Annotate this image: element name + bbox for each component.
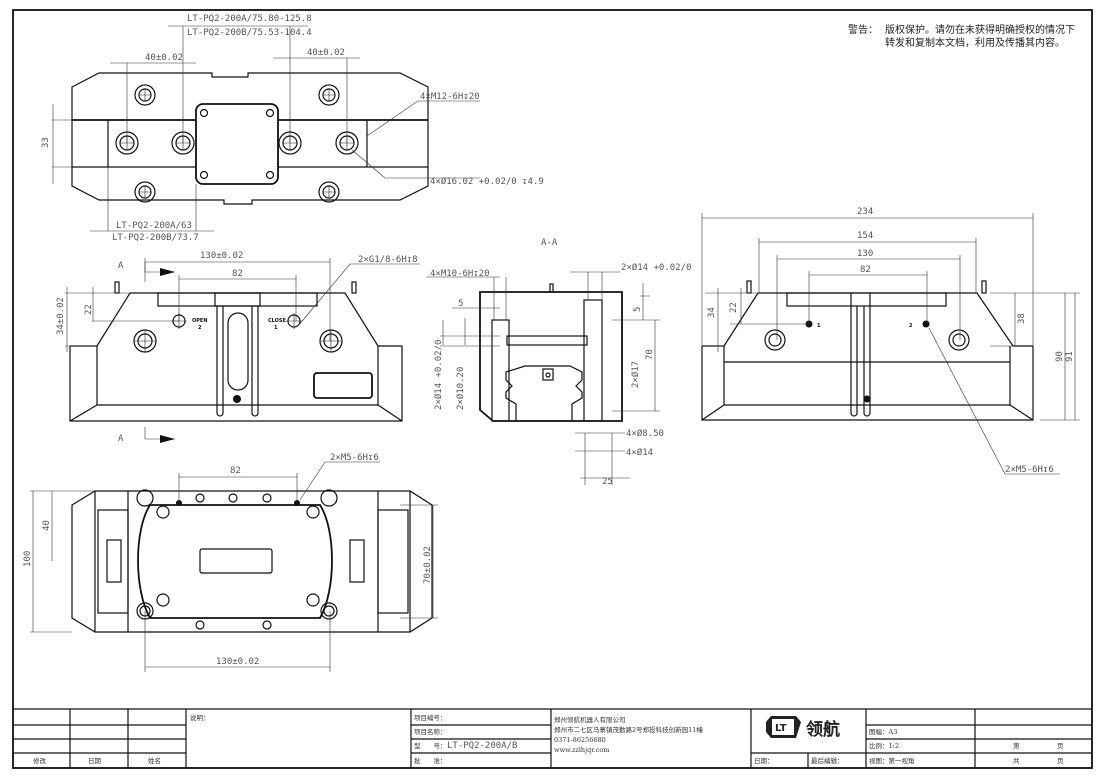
dim-100: 100 xyxy=(23,551,33,567)
page-label: 第 xyxy=(1013,741,1020,750)
dim-34: 34±0.02 xyxy=(56,297,66,335)
section-title: A-A xyxy=(541,238,558,248)
notice-line1: 版权保护。请勿在未获得明确授权的情况下 xyxy=(885,23,1075,36)
notice-label: 警告： xyxy=(848,23,878,36)
dim-d14-top: 2×Ø14 +0.02/0 xyxy=(621,262,691,273)
front-view: OPEN 2 CLOSE 1 130±0.02 82 34±0.02 22 2×… xyxy=(56,251,420,444)
dim-22: 22 xyxy=(84,304,94,315)
dim-91: 91 xyxy=(1065,351,1075,362)
rev-header-date: 日期 xyxy=(88,757,102,765)
top-view: LT-PQ2-200A/75.80-125.8 LT-PQ2-200B/75.5… xyxy=(41,14,544,243)
port-close-number: 1 xyxy=(274,325,278,331)
dim-70-bottom: 70±0.02 xyxy=(423,546,433,584)
dim-travel-b: LT-PQ2-200B/75.53-104.4 xyxy=(187,28,312,38)
dim-82-bottom: 82 xyxy=(230,466,241,476)
section-mark-top: A xyxy=(118,261,124,271)
dim-34-side: 34 xyxy=(707,307,717,318)
dim-90: 90 xyxy=(1055,351,1065,362)
port-note: 2×G1/8-6H↧8 xyxy=(358,255,418,265)
dim-d14-bottom: 4×Ø14 xyxy=(626,447,653,458)
section-mark-bottom: A xyxy=(118,434,124,444)
dim-130-bottom: 130±0.02 xyxy=(216,657,259,667)
bottom-view: 82 2×M5-6H↧6 40 100 70±0.02 130±0.02 xyxy=(23,453,438,672)
dim-234: 234 xyxy=(857,207,873,217)
thread-note-m12: 4×M12-6H↧20 xyxy=(420,92,480,102)
dim-bottom-b: LT-PQ2-200B/73.7 xyxy=(112,233,199,243)
dim-82: 82 xyxy=(232,269,243,279)
dim-left-40: 40±0.02 xyxy=(145,53,183,63)
dim-22-side: 22 xyxy=(729,302,739,313)
dim-70: 70 xyxy=(645,349,655,360)
dim-82-side: 82 xyxy=(860,265,871,275)
port-open-label: OPEN xyxy=(192,318,208,324)
page-unit: 页 xyxy=(1057,742,1064,750)
dim-d8-50: 4×Ø8.50 xyxy=(626,428,664,439)
company-logo: LT 领航 xyxy=(766,716,840,740)
port-open-number: 2 xyxy=(198,325,202,331)
notice-line2: 转发和复制本文档，利用及传播其内容。 xyxy=(885,36,1065,49)
project-name-label: 项目名称： xyxy=(414,727,447,736)
dim-40-bottom: 40 xyxy=(42,520,52,531)
sheet-size: 图幅：A3 xyxy=(869,727,897,736)
thread-note-m10: 4×M10-6H↧20 xyxy=(430,269,490,279)
view-method: 视图：第一视角 xyxy=(869,756,915,765)
dim-d10: 2×Ø10.20 xyxy=(455,367,466,410)
dim-5-left: 5 xyxy=(458,299,463,309)
model-label: 型 号： xyxy=(414,741,447,750)
total-unit: 页 xyxy=(1057,757,1064,765)
approve-label: 批 准： xyxy=(414,756,447,765)
section-view-a-a: A-A 4×M10-6H↧20 5 2×Ø14 +0.02/0 2×Ø10.20… xyxy=(426,238,691,487)
model-value: LT-PQ2-200A/B xyxy=(447,741,517,751)
company-address: 郑州市二七区马寨镇茂勤路2号郑投科技创新园11幢 xyxy=(554,725,703,734)
dim-25: 25 xyxy=(602,477,613,487)
total-label: 共 xyxy=(1013,756,1020,765)
bore-note-d16: 4×Ø16.02 +0.02/0 ↧4.9 xyxy=(430,176,544,187)
dim-5-right: 5 xyxy=(633,307,643,312)
dim-154: 154 xyxy=(857,231,873,241)
dim-d17: 2×Ø17 xyxy=(630,361,641,388)
company-name: 郑州领航机器人有限公司 xyxy=(554,715,626,724)
dim-33: 33 xyxy=(41,137,51,148)
dim-right-40: 40±0.02 xyxy=(307,48,345,58)
rev-header-modify: 修改 xyxy=(33,756,47,765)
dim-130: 130±0.02 xyxy=(200,251,243,261)
company-web: www.zzlhjqr.com xyxy=(554,746,609,754)
dim-38: 38 xyxy=(1017,313,1027,324)
copyright-notice: 警告： 版权保护。请勿在未获得明确授权的情况下 转发和复制本文档，利用及传播其内… xyxy=(848,23,1075,49)
date-label: 日期： xyxy=(754,757,774,765)
port-2-label: 2 xyxy=(909,323,913,329)
title-block: 修改 日期 姓名 说明： 项目编号： 项目名称： 型 号： LT-PQ2-200… xyxy=(13,708,1092,768)
logo-mark: LT xyxy=(775,723,787,734)
port-1-label: 1 xyxy=(817,323,821,329)
dim-bottom-a: LT-PQ2-200A/63 xyxy=(116,221,192,231)
thread-note-m5-side: 2×M5-6H↧6 xyxy=(1005,465,1054,475)
rev-header-name: 姓名 xyxy=(148,756,161,765)
drawing-border xyxy=(12,9,1093,769)
side-view: 1 2 234 154 130 82 34 22 38 90 91 2×M5-6… xyxy=(701,207,1080,475)
thread-note-m5-bottom: 2×M5-6H↧6 xyxy=(330,453,379,463)
company-phone: 0371-86256680 xyxy=(554,736,606,744)
dim-travel-a: LT-PQ2-200A/75.80-125.8 xyxy=(187,14,312,24)
dim-130-side: 130 xyxy=(857,249,873,259)
project-number-label: 项目编号： xyxy=(414,713,447,722)
scale: 比例：1:2 xyxy=(869,741,899,750)
port-close-label: CLOSE xyxy=(268,318,287,324)
dim-d14-left: 2×Ø14 +0.02/0 xyxy=(433,340,444,410)
description-label: 说明： xyxy=(190,713,210,722)
logo-text: 领航 xyxy=(806,719,840,740)
last-edit-label: 最后编辑： xyxy=(811,756,844,765)
